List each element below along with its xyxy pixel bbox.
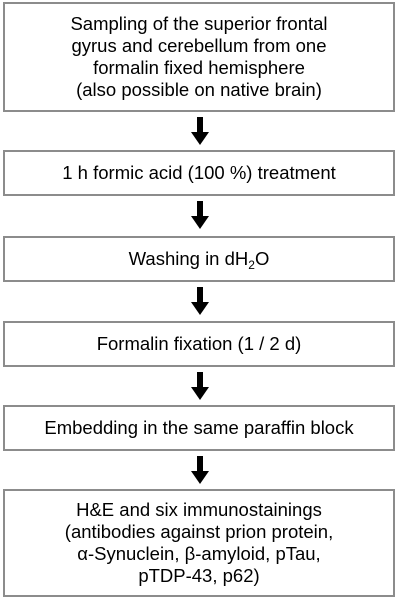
step-formic-acid-label: 1 h formic acid (100 %) treatment <box>62 162 336 183</box>
step-embedding-box: Embedding in the same paraffin block <box>3 405 395 451</box>
step-washing-suffix: O <box>254 248 270 269</box>
step-staining-line-1: H&E and six immunostainings <box>76 499 322 520</box>
step-sampling-line-2: gyrus and cerebellum from one <box>71 35 327 56</box>
step-sampling-box: Sampling of the superior frontal gyrus a… <box>3 2 395 112</box>
step-sampling-line-3: formalin fixed hemisphere <box>93 57 305 78</box>
step-sampling-line-4: (also possible on native brain) <box>76 79 322 100</box>
step-staining-line-4: pTDP-43, p62) <box>138 565 260 586</box>
arrow-down-icon <box>191 201 209 229</box>
arrow-down-icon <box>191 117 209 145</box>
step-formic-acid-box: 1 h formic acid (100 %) treatment <box>3 150 395 196</box>
step-staining-box: H&E and six immunostainings (antibodies … <box>3 489 395 597</box>
step-embedding-label: Embedding in the same paraffin block <box>44 417 354 438</box>
step-staining-line-3: α-Synuclein, β-amyloid, pTau, <box>77 543 321 564</box>
step-staining-line-2: (antibodies against prion protein, <box>64 521 334 542</box>
step-formalin-fixation-label: Formalin fixation (1 / 2 d) <box>96 333 302 354</box>
arrow-down-icon <box>191 456 209 484</box>
arrow-down-icon <box>191 372 209 400</box>
step-washing-box: Washing in dH2O <box>3 236 395 282</box>
step-formalin-fixation-box: Formalin fixation (1 / 2 d) <box>3 321 395 367</box>
step-washing-prefix: Washing in dH <box>128 248 249 269</box>
step-washing-label: Washing in dH2O <box>128 248 270 272</box>
step-washing-subscript: 2 <box>248 258 255 272</box>
step-sampling-line-1: Sampling of the superior frontal <box>70 13 328 34</box>
arrow-down-icon <box>191 287 209 315</box>
